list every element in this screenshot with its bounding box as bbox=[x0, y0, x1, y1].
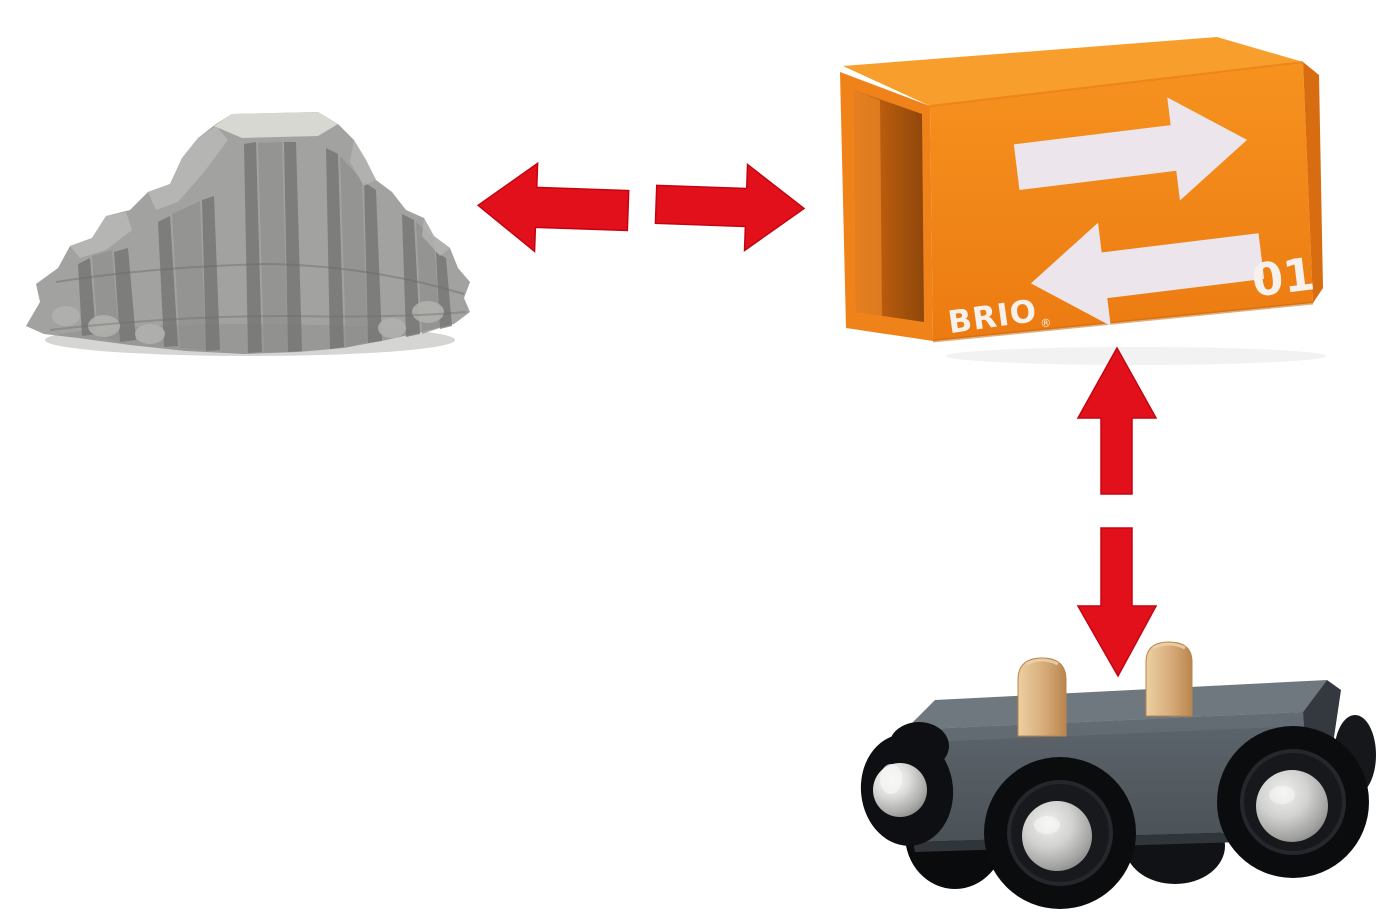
container-toy: BRIO ® 01 bbox=[840, 37, 1326, 365]
container-interior-wall bbox=[854, 90, 882, 316]
container-shadow bbox=[946, 347, 1326, 365]
arrow-up-icon bbox=[1076, 346, 1158, 495]
arrow-down-icon bbox=[1076, 527, 1158, 678]
arrow-right-icon bbox=[654, 163, 806, 252]
container-bottom-edge bbox=[932, 301, 1314, 343]
wheel-rear-hub bbox=[1256, 770, 1328, 842]
wagon-peg-front bbox=[1017, 657, 1067, 737]
container-number: 01 bbox=[1249, 247, 1318, 307]
wagon-toy bbox=[860, 641, 1376, 909]
container-right-edge bbox=[1303, 62, 1323, 303]
swap-arrow-left bbox=[1030, 222, 1265, 326]
wheel-middle-hub bbox=[1022, 801, 1092, 871]
arrow-left-icon bbox=[476, 161, 630, 253]
swap-arrow-right bbox=[1013, 97, 1248, 201]
swap-arrows-icon bbox=[1013, 97, 1265, 326]
wagon-front-top-highlight bbox=[905, 712, 1305, 743]
brio-registered-mark: ® bbox=[1039, 316, 1052, 330]
container-top-face bbox=[843, 37, 1303, 106]
rock-flat-top bbox=[214, 112, 338, 138]
wheel-middle bbox=[984, 757, 1136, 909]
horizontal-arrows bbox=[476, 161, 806, 253]
rock-toy bbox=[26, 112, 470, 356]
vertical-arrows bbox=[1076, 346, 1158, 678]
container-edge-line bbox=[929, 61, 1304, 107]
wagon-top-face bbox=[905, 680, 1327, 730]
wheel-rear bbox=[1217, 726, 1369, 878]
magnet-coupler bbox=[860, 722, 954, 846]
wagon-peg-rear bbox=[1145, 641, 1193, 717]
rock-texture bbox=[45, 126, 467, 356]
